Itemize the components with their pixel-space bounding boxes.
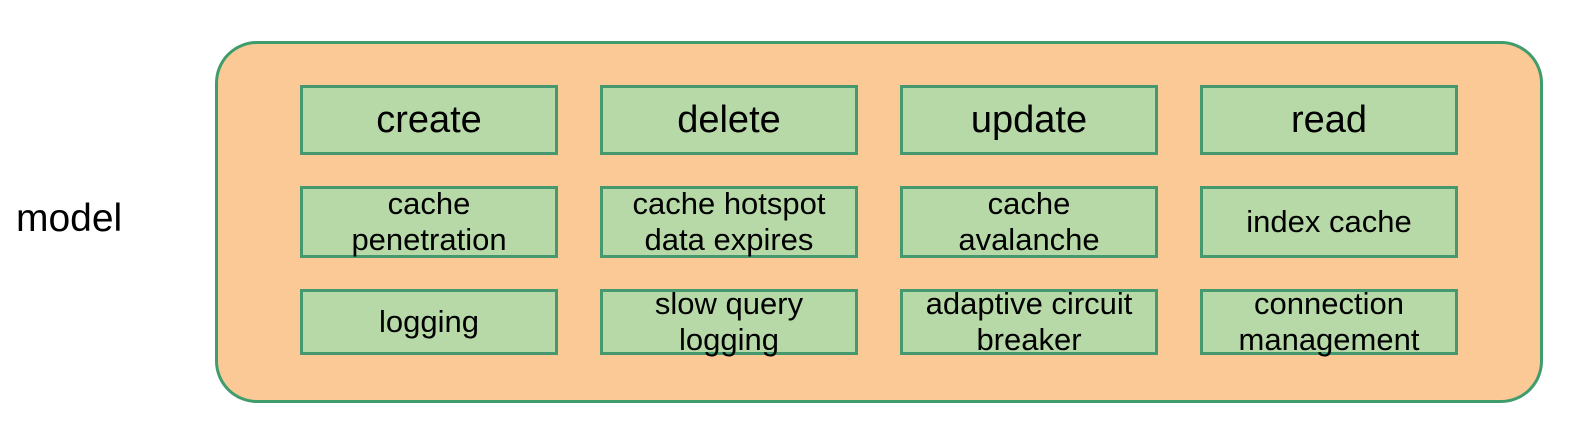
node-index-cache[interactable]: index cache xyxy=(1200,186,1458,258)
node-logging[interactable]: logging xyxy=(300,289,558,355)
node-create[interactable]: create xyxy=(300,85,558,155)
node-slow-query-logging[interactable]: slow query logging xyxy=(600,286,858,357)
node-grid: create delete update read cache penetrat… xyxy=(300,85,1458,357)
node-adaptive-circuit-breaker[interactable]: adaptive circuit breaker xyxy=(900,286,1158,357)
node-cache-avalanche[interactable]: cache avalanche xyxy=(900,186,1158,258)
group-label-model: model xyxy=(16,197,123,240)
node-update[interactable]: update xyxy=(900,85,1158,155)
node-cache-penetration[interactable]: cache penetration xyxy=(300,186,558,258)
node-delete[interactable]: delete xyxy=(600,85,858,155)
node-cache-hotspot-data-expires[interactable]: cache hotspot data expires xyxy=(600,186,858,258)
node-connection-management[interactable]: connection management xyxy=(1200,286,1458,357)
node-read[interactable]: read xyxy=(1200,85,1458,155)
